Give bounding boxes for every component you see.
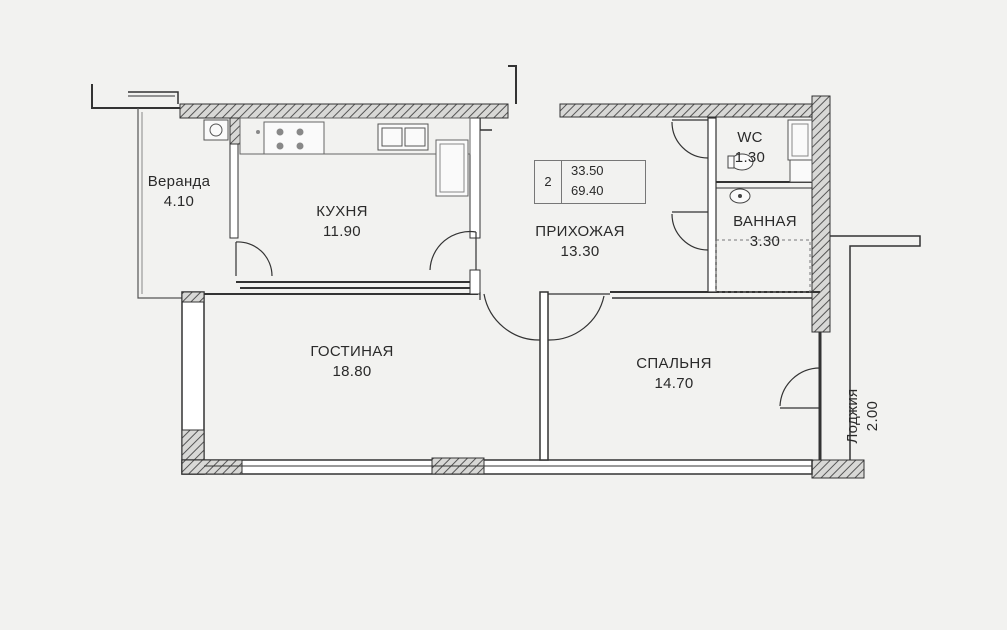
wall-top-left [179, 103, 509, 119]
living-door [479, 292, 541, 341]
fridge [435, 139, 469, 197]
room-kitchen: КУХНЯ 11.90 [292, 202, 392, 242]
veranda-railing-2 [128, 91, 179, 104]
bedroom-door [547, 293, 610, 341]
room-hallway: ПРИХОЖАЯ 13.30 [520, 222, 640, 262]
room-area: 13.30 [560, 243, 600, 260]
kitchen-counter [239, 117, 471, 155]
room-name: ГОСТИНАЯ [310, 343, 394, 360]
room-name: WC [737, 129, 763, 146]
room-wc: WC 1.30 [722, 128, 778, 168]
room-name: СПАЛЬНЯ [636, 355, 712, 372]
room-area: 14.70 [654, 375, 694, 392]
bathtub-icon [715, 239, 811, 293]
veranda-outline [137, 108, 184, 299]
room-area: 2.00 [864, 400, 881, 432]
wall-right [811, 95, 831, 333]
room-name: Лоджия [844, 388, 861, 444]
total-area: 69.40 [571, 183, 604, 198]
sink-icon [377, 123, 429, 151]
living-area: 33.50 [571, 163, 604, 178]
veranda-door [235, 241, 273, 277]
bathroom-door [671, 211, 709, 251]
room-area: 4.10 [163, 193, 195, 210]
room-bedroom: СПАЛЬНЯ 14.70 [616, 354, 732, 394]
loggia-door [779, 367, 821, 409]
stove-icon [256, 121, 325, 155]
loggia-railing [830, 235, 921, 478]
apartment-summary: 2 33.50 69.40 [534, 160, 646, 204]
room-name: ПРИХОЖАЯ [535, 223, 625, 240]
room-area: 18.80 [332, 363, 372, 380]
wc-door [671, 119, 709, 159]
room-loggia: Лоджия 2.00 [843, 371, 883, 461]
room-name: КУХНЯ [316, 203, 368, 220]
room-veranda: Веранда 4.10 [136, 172, 222, 212]
wall-top-right [559, 103, 813, 118]
room-area: 3.30 [749, 233, 781, 250]
room-area: 11.90 [323, 223, 361, 240]
toilet-icon [727, 153, 754, 171]
wall-bottom [181, 459, 813, 475]
room-name: ВАННАЯ [733, 213, 797, 230]
rooms-count: 2 [535, 161, 562, 203]
room-living: ГОСТИНАЯ 18.80 [290, 342, 414, 382]
room-name: Веранда [147, 173, 211, 190]
washbasin-icon [729, 188, 751, 204]
room-bathroom: ВАННАЯ 3.30 [716, 212, 814, 252]
kitchen-door [429, 230, 477, 272]
veranda-railing [91, 84, 180, 109]
room-area: 1.30 [734, 149, 766, 166]
